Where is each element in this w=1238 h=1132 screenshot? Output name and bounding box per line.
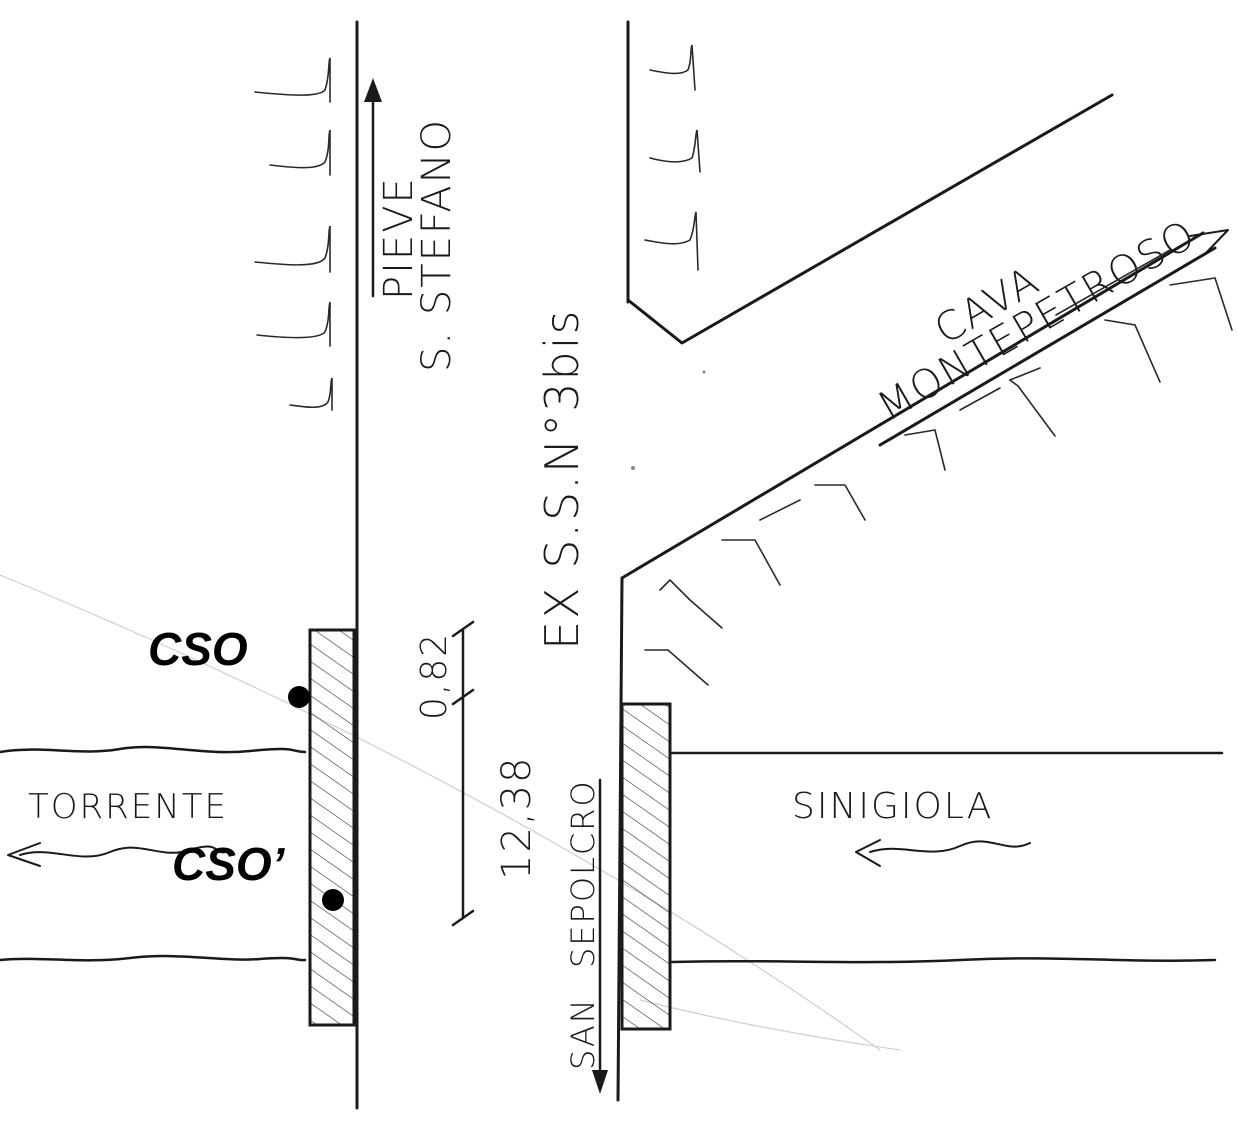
vegetation-cava-road [644, 277, 1233, 686]
label-san: SAN [564, 997, 602, 1070]
junction-lower-corner [620, 231, 1205, 580]
label-cso-prime: CSO’ [172, 838, 286, 890]
label-montepetroso: MONTEPETROSO [870, 211, 1204, 431]
scan-speck [702, 370, 706, 374]
label-cso: CSO [148, 623, 248, 675]
label-sepolcro: SEPOLCRO [564, 779, 602, 968]
vegetation-upper-right [644, 44, 701, 271]
cso-prime-marker [322, 889, 344, 911]
dimension-tick-middle [451, 688, 475, 706]
torrente-flow-line [19, 845, 226, 858]
dimension-tick-top [451, 620, 475, 638]
river-bank-upper-left [0, 745, 307, 754]
scan-streak [0, 574, 881, 1051]
scan-speck [631, 466, 635, 470]
arrow-north-head [364, 78, 382, 102]
label-s-stefano: S. STEFANO [414, 118, 460, 372]
junction-upper-corner [626, 93, 1114, 345]
dimension-upper-value: 0,82 [414, 632, 455, 720]
label-pieve: PIEVE [376, 176, 422, 300]
montepetroso-underline [1055, 249, 1171, 316]
sinigiola-flow-line [869, 840, 1031, 853]
torrente-flow-arrow [7, 842, 41, 867]
cso-marker [288, 686, 310, 708]
river-bank-lower-right [670, 957, 1217, 964]
arrow-south-head [592, 1070, 608, 1094]
right-abutment [620, 702, 672, 1031]
cava-road-second-edge [878, 246, 1217, 447]
river-bank-lower-left [0, 954, 307, 962]
label-sinigiola: SINIGIOLA [792, 786, 993, 827]
cava-arrow [1189, 229, 1229, 255]
label-torrente: TORRENTE [28, 787, 228, 827]
sinigiola-flow-arrow [855, 839, 881, 867]
vegetation-left [254, 57, 333, 411]
road-right-edge-lower [616, 576, 624, 1102]
left-abutment [308, 628, 356, 1027]
dimension-tick-bottom [451, 909, 475, 927]
scan-streak [639, 999, 901, 1051]
label-road-name: EX S.S.N°3bis [535, 309, 589, 650]
dimension-lower-value: 12,38 [494, 755, 540, 880]
